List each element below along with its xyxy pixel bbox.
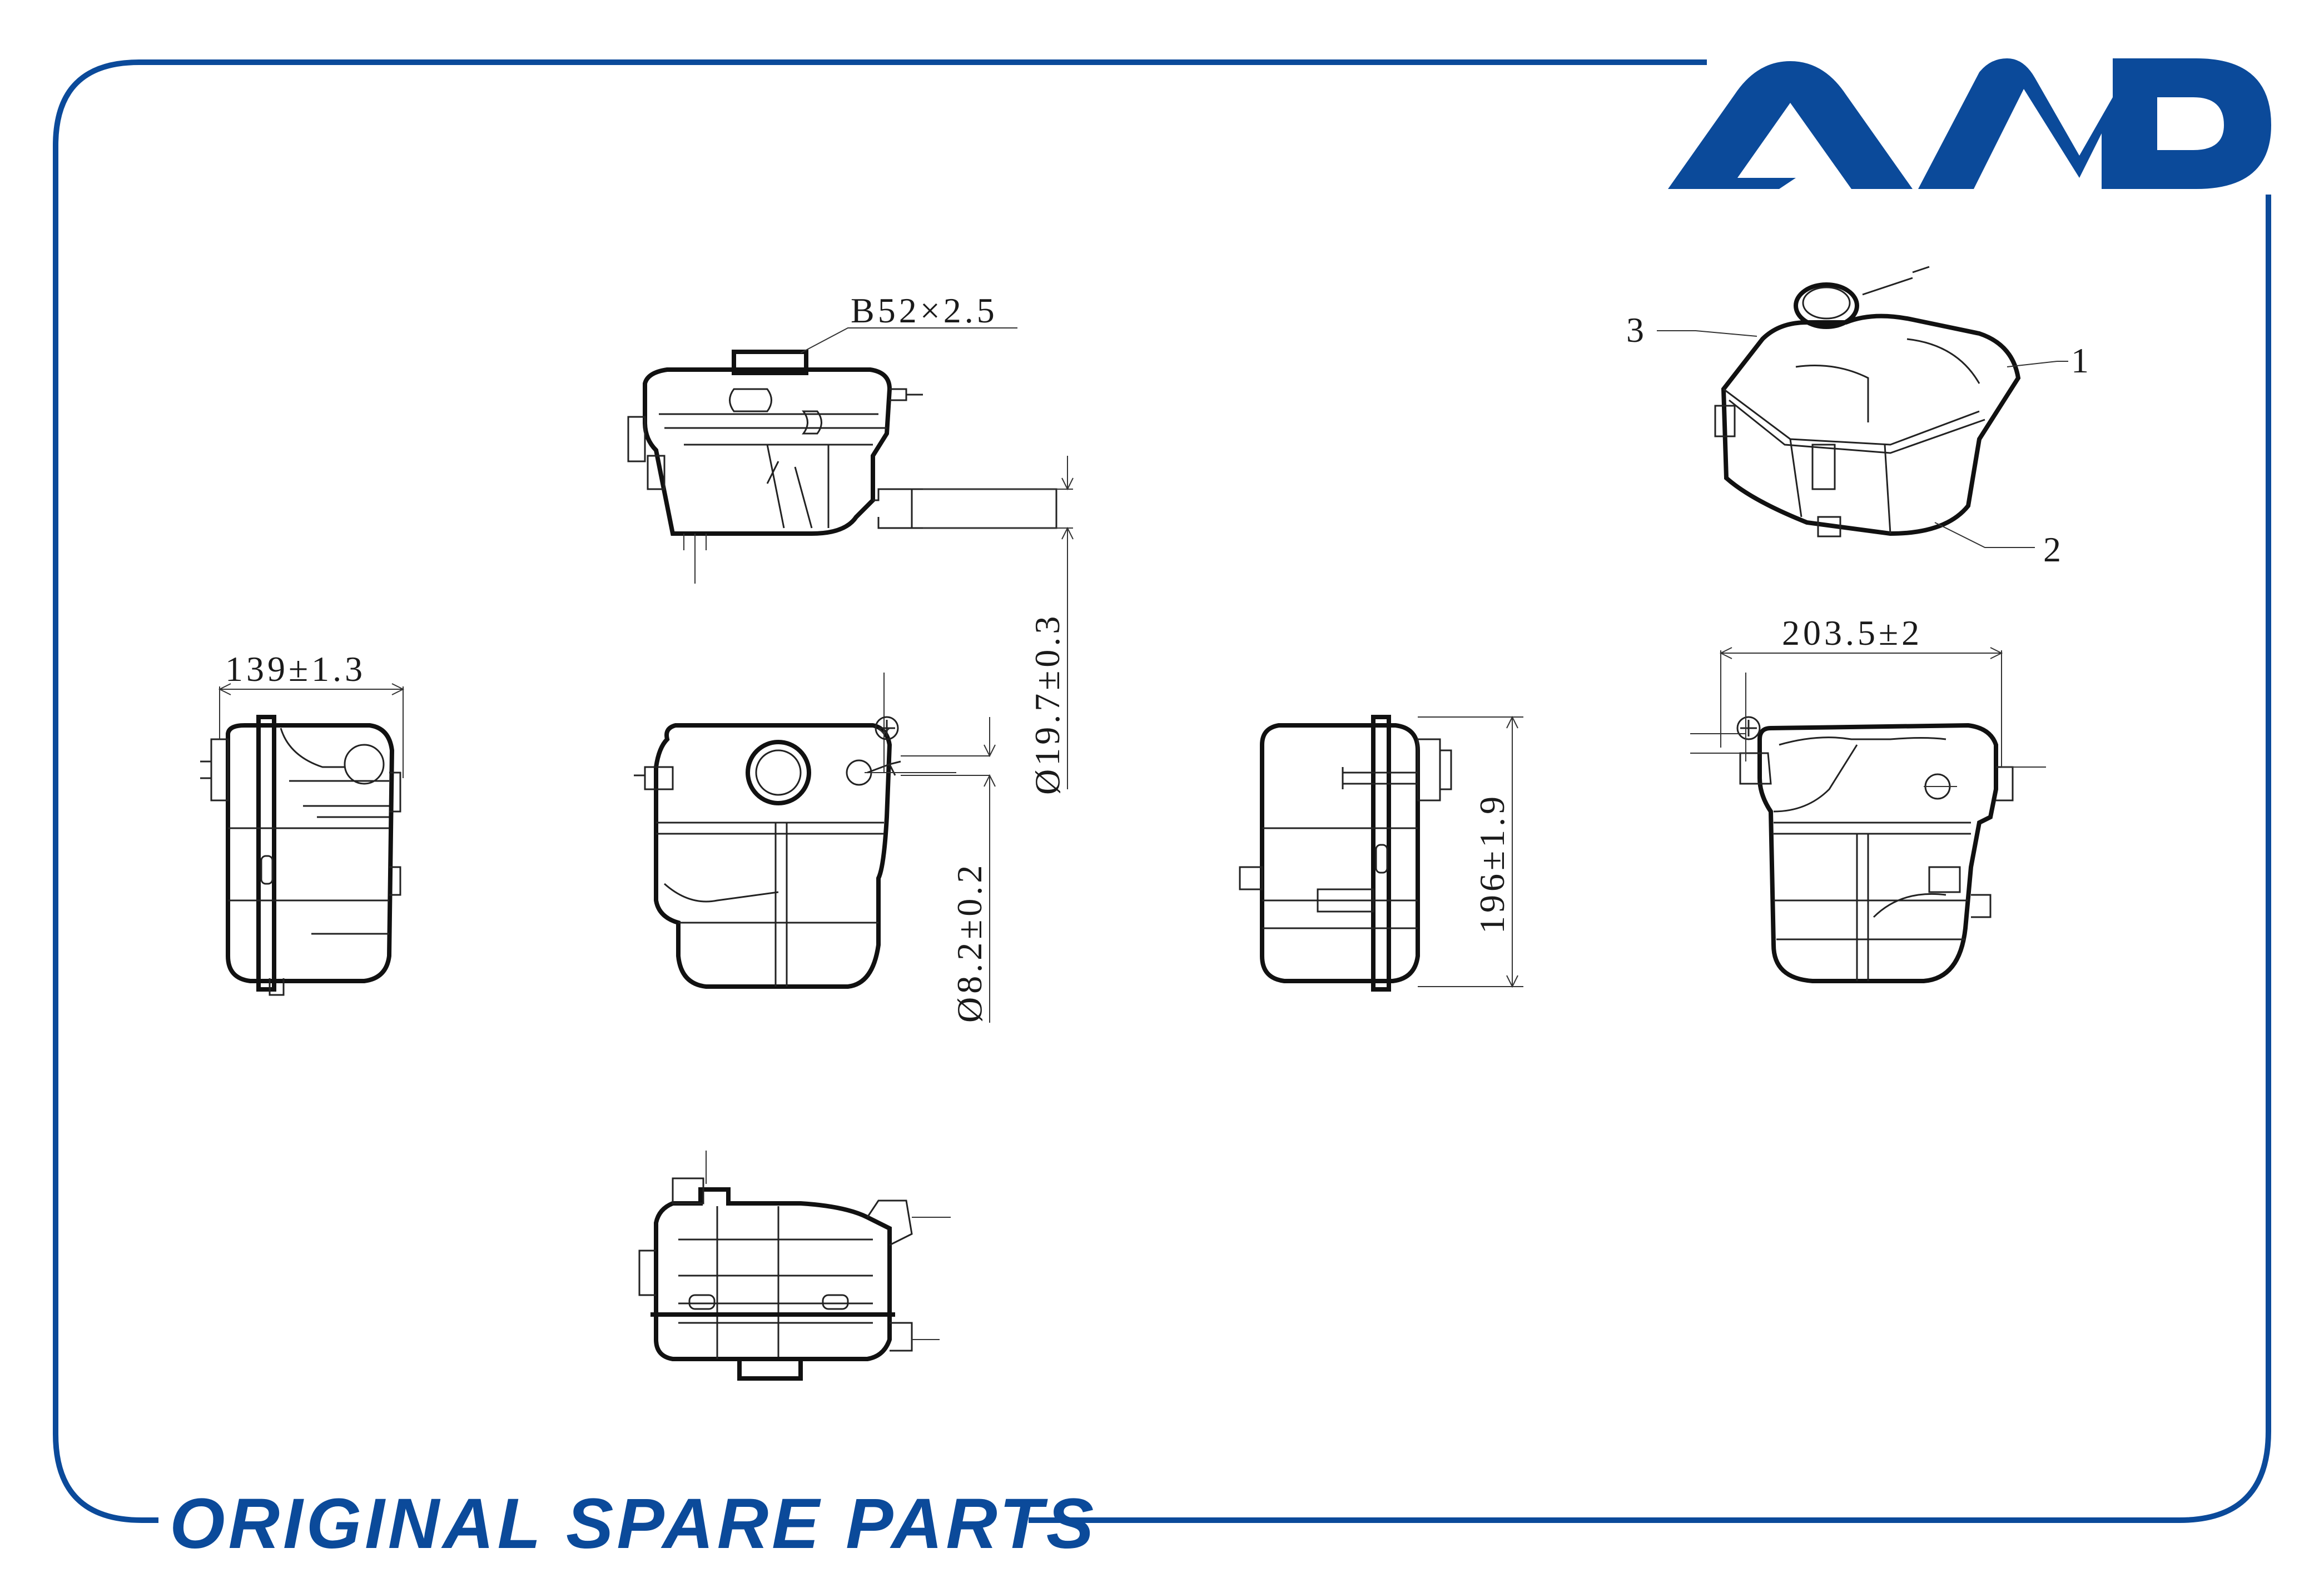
amd-logo	[1668, 58, 2271, 189]
port-dia-small-label: Ø8.2±0.2	[950, 862, 989, 1023]
callout-2: 2	[2043, 530, 2061, 569]
footer-tagline: ORIGINAL SPARE PARTS	[170, 1484, 1097, 1564]
tank-view-front	[634, 673, 990, 989]
tank-view-side-left	[200, 715, 401, 996]
tank-view-rear: 203.5±2	[1690, 613, 2046, 983]
port-dia-large-dim: Ø19.7±0.3	[1027, 456, 1074, 795]
tank-view-front-top	[627, 350, 1073, 584]
tank-view-side-right: 196±1.9	[1239, 715, 1523, 992]
cap-thread-label: B52×2.5	[851, 291, 998, 330]
width-side-dim: 139±1.3	[218, 649, 405, 778]
tank-view-bottom	[638, 1151, 951, 1381]
callout-3: 3	[1626, 310, 1644, 350]
callout-1: 1	[2071, 341, 2089, 380]
port-dia-large-label: Ø19.7±0.3	[1027, 613, 1067, 795]
cap-thread-callout: B52×2.5	[800, 291, 1017, 354]
tank-view-isometric	[1657, 266, 2068, 548]
page-frame	[53, 59, 2271, 1523]
height-label: 196±1.9	[1472, 793, 1512, 934]
port-dia-small-dim: Ø8.2±0.2	[950, 717, 996, 1023]
width-rear-label: 203.5±2	[1782, 613, 1923, 653]
width-side-label: 139±1.3	[225, 649, 366, 689]
